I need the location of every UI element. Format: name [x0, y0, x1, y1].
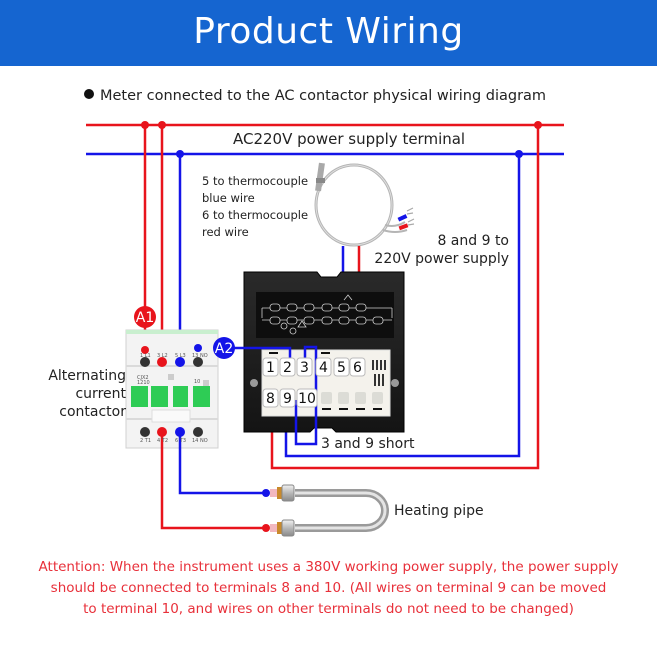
power-supply-note-line: 220V power supply [374, 251, 509, 267]
contactor-green-block [151, 386, 168, 407]
a1-badge-text: A1 [136, 310, 154, 326]
contactor-green-block [193, 386, 210, 407]
contactor-label-line: Alternating [48, 368, 126, 384]
contactor-terminal-label: 4 T2 [157, 438, 168, 444]
heater-live-wire [160, 432, 266, 530]
page-title: Product Wiring [193, 11, 464, 52]
attention-line: to terminal 10, and wires on other termi… [83, 601, 574, 617]
contactor-green-block [131, 386, 148, 407]
short-label: 3 and 9 short [321, 436, 415, 452]
meter-terminal-3-box [296, 357, 313, 377]
meter-terminal-5-box [333, 357, 350, 377]
meter-terminal-2-box [279, 357, 296, 377]
power-supply-note-line: 8 and 9 to [437, 233, 509, 249]
junction-dot [262, 524, 270, 532]
meter-terminal-9: 9 [283, 391, 292, 407]
meter-terminal-1-box [262, 357, 279, 377]
contactor-label: Alternating current contactor [8, 367, 126, 421]
meter-terminal-4: 4 [319, 360, 328, 376]
attention-line: Attention: When the instrument uses a 38… [38, 559, 619, 575]
contactor-label-line: current contactor [59, 386, 126, 420]
contactor-terminal-label: 6 T3 [175, 438, 186, 444]
meter-terminal-8: 8 [266, 391, 275, 407]
thermocouple-note-line: 5 to thermocouple [202, 174, 309, 188]
junction-dot [141, 121, 149, 129]
attention-line: should be connected to terminals 8 and 1… [50, 580, 607, 596]
junction-dot [158, 121, 166, 129]
contactor-model-label: 1210 [137, 380, 150, 386]
contactor-aux-label: 10 [194, 379, 200, 385]
subtitle-text: Meter connected to the AC contactor phys… [100, 88, 547, 104]
contactor-green-block [173, 386, 188, 407]
meter-terminal-6: 6 [353, 360, 362, 376]
meter-terminal-4-box [315, 357, 332, 377]
terminal-dot-l2 [157, 357, 167, 367]
power-supply-note: 8 and 9 to 220V power supply [370, 232, 509, 268]
thermocouple-note: 5 to thermocouple blue wire 6 to thermoc… [202, 173, 308, 241]
ac-contactor [125, 329, 219, 449]
contactor-terminal-label: 3 L2 [157, 353, 168, 359]
meter-terminal-10: 10 [298, 391, 316, 407]
meter-terminal-2: 2 [283, 360, 292, 376]
heater-neutral-wire [178, 432, 266, 495]
meter-terminal-10-box [296, 388, 318, 408]
heating-pipe-label: Heating pipe [394, 503, 484, 519]
bullet-icon [84, 89, 94, 99]
header-banner: Product Wiring [0, 0, 657, 66]
a1-badge: A1 [134, 306, 156, 328]
meter-terminal-3: 3 [300, 360, 309, 376]
contactor-terminal-label: 1 L1 [140, 353, 151, 359]
thermocouple-note-line: blue wire [202, 191, 255, 205]
meter-terminal-8-box [262, 388, 279, 408]
thermocouple-probe [314, 162, 415, 247]
heating-pipe [270, 484, 389, 537]
meter-terminal-5: 5 [337, 360, 346, 376]
contactor-model-label: CJX2 [137, 375, 149, 381]
terminal-screw-dummies [321, 392, 383, 404]
junction-dot [262, 489, 270, 497]
junction-dot [176, 150, 184, 158]
terminal-dot-a1 [141, 346, 149, 354]
thermocouple-note-line: 6 to thermocouple [202, 208, 309, 222]
meter-terminal-9-box [279, 388, 296, 408]
a2-badge-text: A2 [215, 341, 233, 357]
schematic-terminal-row [269, 294, 384, 335]
temperature-controller-meter [243, 271, 405, 433]
thermocouple-note-line: red wire [202, 225, 249, 239]
power-supply-terminal-label: AC220V power supply terminal [233, 130, 466, 148]
terminal-dot-a2 [194, 344, 202, 352]
diagram-subtitle: Meter connected to the AC contactor phys… [84, 88, 546, 104]
meter-terminal-1: 1 [266, 360, 275, 376]
attention-note: Attention: When the instrument uses a 38… [20, 557, 637, 620]
contactor-terminal-label: 14 NO [192, 438, 208, 444]
contactor-terminal-label: 2 T1 [140, 438, 151, 444]
contactor-terminal-label: 13 NO [192, 353, 208, 359]
terminal-dot-l3 [175, 357, 185, 367]
a2-badge: A2 [213, 337, 235, 359]
live-wire-to-terminal-8 [270, 125, 540, 470]
contactor-terminal-label: 5 L3 [175, 353, 186, 359]
meter-terminal-6-box [349, 357, 366, 377]
